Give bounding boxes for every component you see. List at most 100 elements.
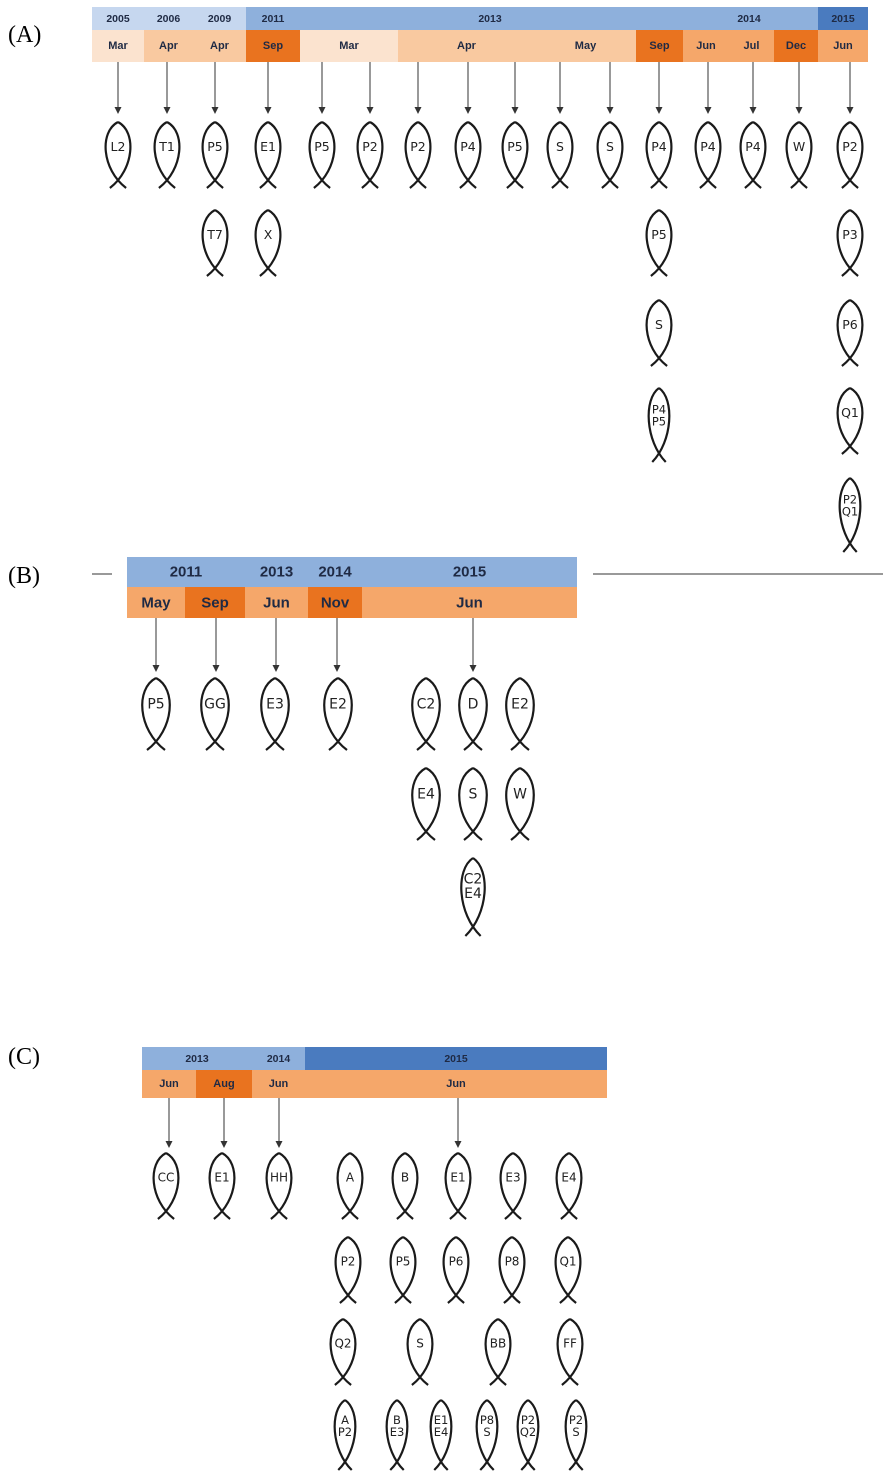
- a-year-label: 2005: [106, 13, 130, 25]
- c-fish-body-right: [561, 1318, 584, 1386]
- a-arrow-head: [795, 107, 803, 114]
- a-month-label: Apr: [457, 40, 477, 52]
- b-arrow-head: [152, 665, 160, 672]
- c-fish-body-left: [444, 1152, 467, 1220]
- a-fish-body-right: [109, 121, 132, 189]
- c-fish: P8S: [475, 1399, 499, 1471]
- a-fish-body-right: [650, 299, 673, 367]
- a-fish-body-right: [790, 121, 813, 189]
- a-fish: Q1: [836, 387, 864, 455]
- a-fish-body-left: [836, 121, 859, 189]
- a-fish-body-right: [506, 121, 529, 189]
- b-fish-label: E2: [511, 697, 529, 713]
- b-fish-body-right: [464, 857, 486, 937]
- c-fish-body-right: [157, 1152, 180, 1220]
- a-fish-label: P4: [700, 139, 716, 154]
- c-fish-body-left: [334, 1236, 357, 1304]
- b-fish: E4: [411, 767, 441, 841]
- a-month-label: Mar: [108, 40, 128, 52]
- a-month-label: Apr: [159, 40, 179, 52]
- a-fish-body-right: [651, 387, 671, 463]
- a-fish: P2: [836, 121, 864, 189]
- panel-c-label: (C): [8, 1044, 40, 1070]
- b-fish: C2: [411, 677, 441, 751]
- b-fish-body-left: [141, 677, 166, 751]
- c-year-label: 2014: [267, 1053, 291, 1065]
- c-fish-label: P2: [569, 1413, 583, 1427]
- b-arrow-head: [469, 665, 477, 672]
- a-fish-body-left: [201, 209, 224, 277]
- c-fish-body-left: [385, 1399, 405, 1471]
- a-fish-body-right: [459, 121, 482, 189]
- b-fish-body-right: [416, 677, 441, 751]
- b-fish-label: S: [469, 787, 478, 803]
- c-fish-label: Q1: [559, 1254, 576, 1268]
- c-fish-label: A: [341, 1413, 349, 1427]
- c-fish-body-right: [339, 1236, 362, 1304]
- b-fish-label: E4: [417, 787, 435, 803]
- c-fish-label: E4: [434, 1425, 449, 1439]
- b-year-cell: [127, 557, 245, 587]
- a-fish-label: P5: [652, 414, 666, 428]
- a-month-cell: [774, 30, 818, 62]
- a-month-cell: [818, 30, 868, 62]
- a-year-cell: [144, 7, 193, 30]
- a-fish-body-left: [694, 121, 717, 189]
- c-fish-body-left: [554, 1236, 577, 1304]
- b-fish-body-right: [463, 677, 488, 751]
- b-fish-body-right: [463, 767, 488, 841]
- c-fish-body-right: [213, 1152, 236, 1220]
- a-year-label: 2006: [157, 13, 181, 25]
- b-fish-body-left: [458, 767, 483, 841]
- a-fish: L2: [104, 121, 132, 189]
- c-fish-body-right: [479, 1399, 499, 1471]
- a-arrow-head: [556, 107, 564, 114]
- c-fish-label: P8: [505, 1254, 520, 1268]
- c-fish-body-right: [396, 1152, 419, 1220]
- a-month-cell: [729, 30, 774, 62]
- a-fish-label: Q1: [842, 504, 858, 518]
- a-fish-body-right: [259, 209, 282, 277]
- b-fish-label: E4: [464, 886, 482, 902]
- c-fish: Q2: [329, 1318, 357, 1386]
- b-fish: E3: [260, 677, 290, 751]
- b-fish: GG: [200, 677, 230, 751]
- c-year-label: 2015: [444, 1053, 468, 1065]
- c-fish-body-right: [447, 1236, 470, 1304]
- a-fish-label: X: [264, 227, 273, 242]
- a-month-label: Sep: [263, 40, 283, 52]
- a-month-cell: [246, 30, 300, 62]
- c-arrow-head: [165, 1141, 173, 1148]
- a-fish-body-left: [356, 121, 379, 189]
- c-fish-body-left: [442, 1236, 465, 1304]
- c-month-cell: [196, 1070, 252, 1098]
- b-month-label: Sep: [201, 595, 229, 612]
- a-fish: P4: [694, 121, 722, 189]
- a-fish-body-left: [454, 121, 477, 189]
- a-year-cell: [193, 7, 246, 30]
- b-month-cell: [185, 587, 245, 618]
- a-month-cell: [92, 30, 144, 62]
- a-fish-body-left: [645, 209, 668, 277]
- a-fish-label: P3: [842, 227, 858, 242]
- a-year-label: 2009: [208, 13, 232, 25]
- a-fish-body-left: [404, 121, 427, 189]
- c-fish-body-left: [152, 1152, 175, 1220]
- b-year-cell: [245, 557, 308, 587]
- c-fish: P5: [389, 1236, 417, 1304]
- c-fish-label: P8: [480, 1413, 494, 1427]
- c-fish: FF: [556, 1318, 584, 1386]
- c-fish-label: Q2: [520, 1425, 536, 1439]
- b-fish-body-right: [510, 767, 535, 841]
- b-fish-body-left: [505, 767, 530, 841]
- a-fish-body-left: [104, 121, 127, 189]
- a-fish-body-right: [841, 209, 864, 277]
- a-fish: P2: [404, 121, 432, 189]
- a-arrow-head: [704, 107, 712, 114]
- c-month-label: Jun: [269, 1078, 289, 1090]
- c-fish-body-left: [498, 1236, 521, 1304]
- a-arrow-head: [211, 107, 219, 114]
- a-fish-label: P2: [842, 139, 858, 154]
- a-month-label: Dec: [786, 40, 806, 52]
